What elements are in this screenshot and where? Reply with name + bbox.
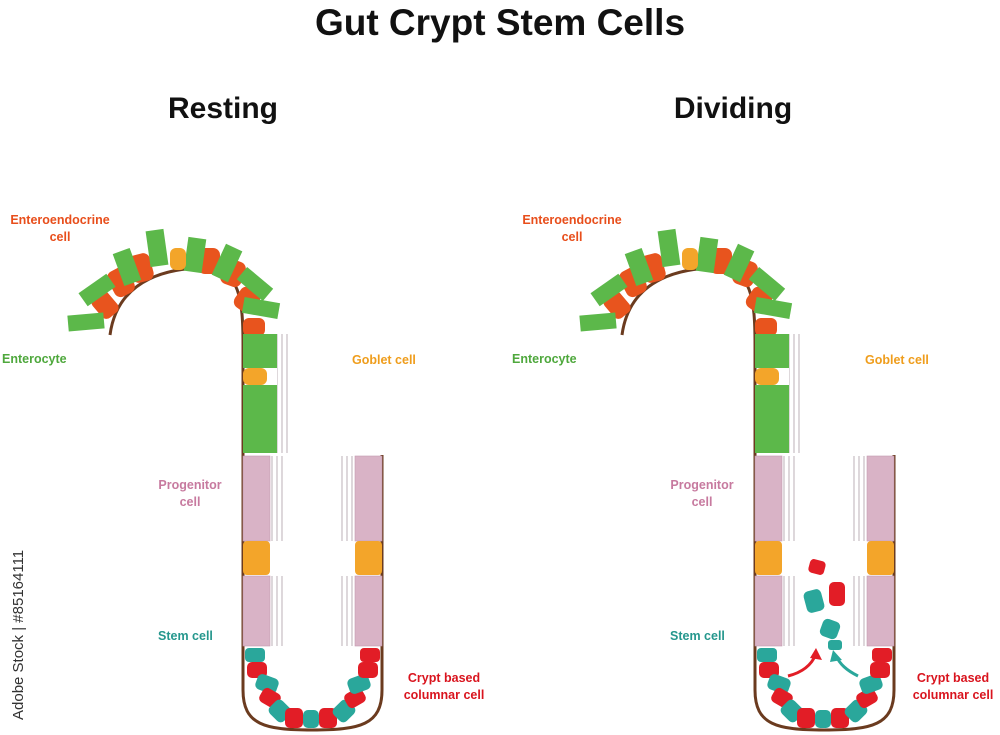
label-crypt-based-dividing: Crypt based columnar cell	[906, 670, 1000, 704]
label-stem-resting: Stem cell	[158, 629, 213, 643]
label-progenitor-resting: Progenitor cell	[150, 477, 230, 511]
label-line: columnar cell	[403, 688, 485, 702]
watermark-text: Adobe Stock | #85164111	[10, 549, 27, 720]
label-enterocyte-resting: Enterocyte	[2, 352, 67, 366]
enterocyte-cells-top	[67, 228, 281, 332]
goblet-cell-top	[682, 248, 698, 270]
label-enteroendocrine-resting: Enteroendocrine cell	[0, 212, 120, 246]
label-line: cell	[561, 230, 583, 244]
left-wall-cells	[754, 334, 803, 647]
label-line: cell	[49, 230, 71, 244]
label-line: Crypt based	[916, 671, 990, 685]
label-line: Progenitor	[158, 478, 222, 492]
left-wall-cells	[242, 334, 291, 647]
right-wall-cells	[853, 455, 895, 647]
label-line: columnar cell	[912, 688, 994, 702]
label-stem-dividing: Stem cell	[670, 629, 725, 643]
panel-heading-dividing: Dividing	[673, 92, 793, 125]
right-wall-cells	[341, 455, 383, 647]
label-line: Progenitor	[670, 478, 734, 492]
dividing-cells	[787, 559, 859, 678]
enterocyte-cells-top	[579, 228, 793, 332]
label-crypt-based-resting: Crypt based columnar cell	[394, 670, 494, 704]
crypt-base-cells	[245, 648, 380, 728]
panel-heading-resting: Resting	[167, 92, 278, 125]
label-progenitor-dividing: Progenitor cell	[662, 477, 742, 511]
panel-dividing	[579, 228, 896, 732]
label-line: Crypt based	[407, 671, 481, 685]
label-enteroendocrine-dividing: Enteroendocrine cell	[512, 212, 632, 246]
label-goblet-resting: Goblet cell	[352, 353, 416, 367]
crypt-base-cells	[757, 648, 892, 728]
label-line: cell	[691, 495, 713, 509]
label-enterocyte-dividing: Enterocyte	[512, 352, 577, 366]
label-line: cell	[179, 495, 201, 509]
panel-resting	[67, 228, 384, 732]
label-line: Enteroendocrine	[10, 213, 110, 227]
stock-watermark: Adobe Stock | #85164111	[6, 520, 28, 720]
label-line: Enteroendocrine	[522, 213, 622, 227]
diagram-title: Gut Crypt Stem Cells	[314, 2, 686, 43]
goblet-cell-top	[170, 248, 186, 270]
label-goblet-dividing: Goblet cell	[865, 353, 929, 367]
